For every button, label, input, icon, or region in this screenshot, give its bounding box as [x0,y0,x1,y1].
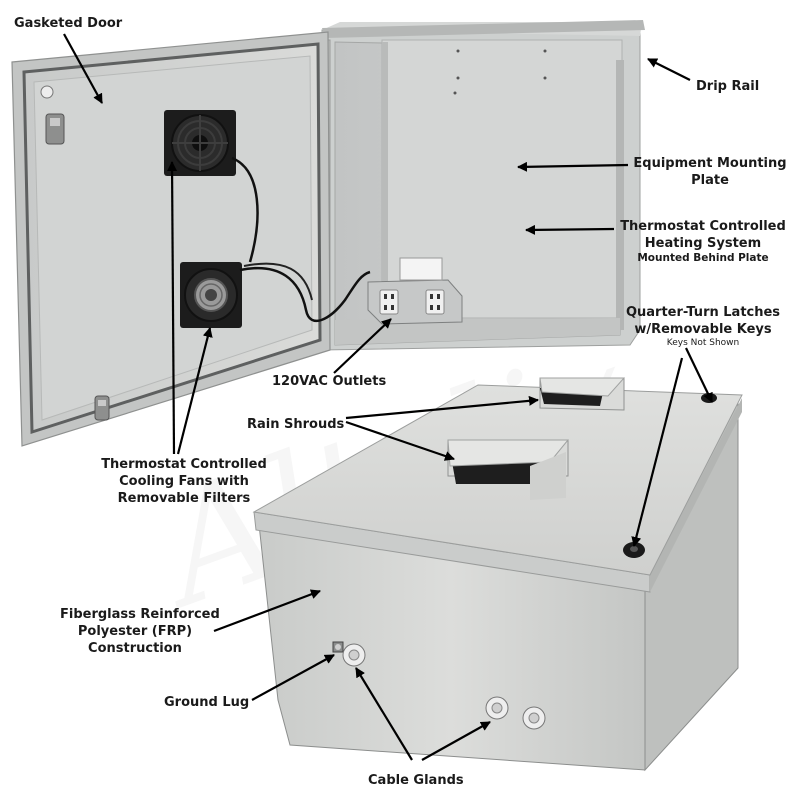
closed-enclosure [252,377,743,772]
arrow-latch-top [685,347,713,403]
arrow-mounting-plate [517,161,629,172]
ground-lug-icon [332,641,344,653]
outlet-box [367,257,463,325]
outlet-icon [425,289,445,315]
label-outlets: 120VAC Outlets [272,374,387,389]
arrow-cable-gland-1 [355,667,413,761]
label-line: Construction [88,641,182,656]
label-frp-construction: Fiberglass Reinforced Polyester (FRP) Co… [60,606,220,657]
label-line: Heating System [644,236,762,251]
gasketed-door [11,31,371,447]
label-cooling-fans: Thermostat Controlled Cooling Fans with … [92,456,276,507]
label-gasketed-door: Gasketed Door [14,16,123,31]
arrow-heating-system [525,224,615,235]
label-ground-lug: Ground Lug [164,695,250,710]
cable-gland-icon [342,643,366,667]
arrow-gasketed-door [63,33,103,104]
callout-arrows [63,33,713,761]
label-line: Thermostat Controlled [101,457,267,472]
arrow-ground-lug [251,654,335,701]
fan-icon [164,110,236,176]
fan-icon [180,262,242,328]
label-line: Fiberglass Reinforced [60,607,220,622]
cable-gland-icon [522,706,546,730]
arrow-rain-shroud-2 [345,420,455,461]
arrow-drip-rail [647,58,691,81]
cable-gland-icon [485,696,509,720]
label-line: Thermostat Controlled [620,219,786,234]
arrow-rain-shroud-1 [345,395,539,420]
label-line: Plate [691,173,729,188]
label-note: Mounted Behind Plate [637,252,769,264]
label-line: Removable Filters [117,491,251,506]
label-cable-glands: Cable Glands [368,773,464,788]
arrow-latch-front [631,357,684,547]
label-drip-rail: Drip Rail [696,79,760,94]
arrow-outlets [333,318,392,374]
label-line: Cooling Fans with [119,474,249,489]
arrow-cable-gland-2 [421,721,491,761]
latch-icon [40,85,110,421]
label-note: Keys Not Shown [666,338,740,348]
arrow-frp [213,589,321,633]
label-line: Quarter-Turn Latches [625,305,781,320]
label-line: Polyester (FRP) [77,624,193,639]
label-quarter-turn-latches: Quarter-Turn Latches w/Removable Keys Ke… [614,304,792,349]
label-equipment-mounting-plate: Equipment Mounting Plate [630,155,790,189]
label-heating-system: Thermostat Controlled Heating System Mou… [616,218,790,265]
label-rain-shrouds: Rain Shrouds [247,417,345,432]
outlet-icon [379,289,399,315]
arrow-fan-2 [176,327,213,455]
label-line: w/Removable Keys [634,322,772,337]
arrow-fan-1 [167,161,178,455]
label-line: Equipment Mounting [633,156,787,171]
open-enclosure [315,20,645,351]
rain-shroud [539,377,626,411]
rain-shroud [447,439,570,500]
